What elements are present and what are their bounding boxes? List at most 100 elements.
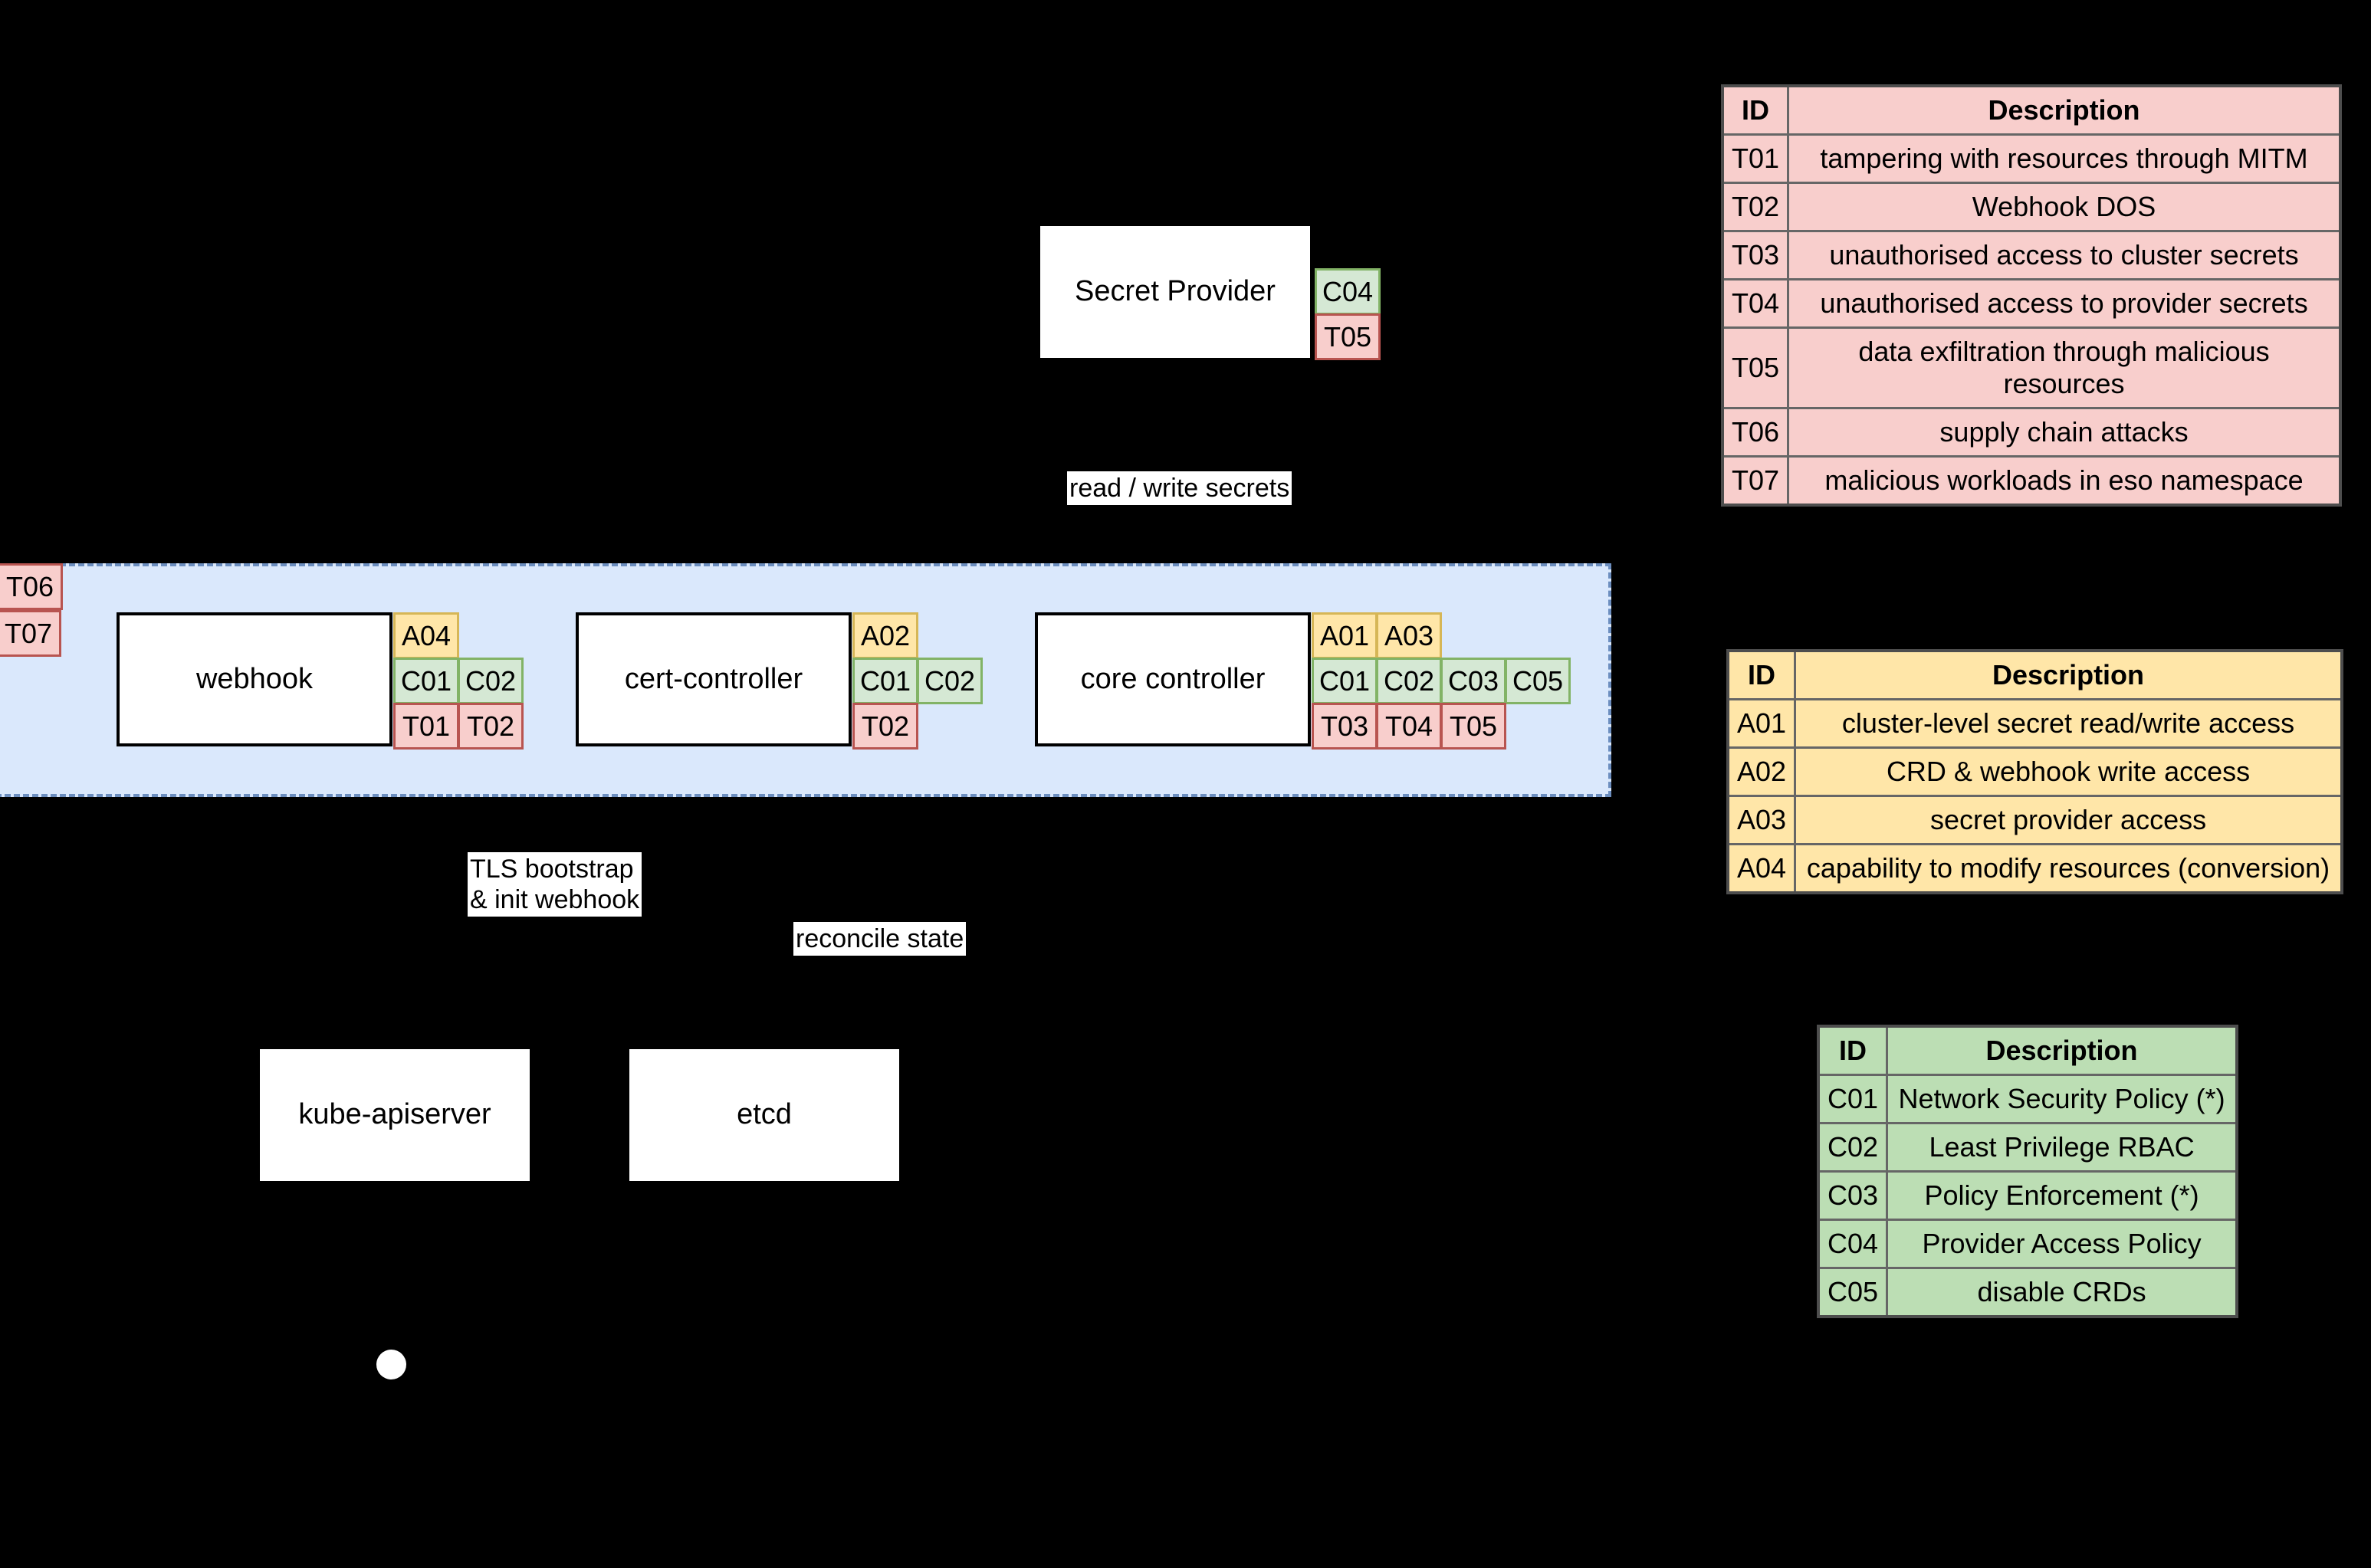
attacks-header-description: Description [1794, 649, 2343, 700]
threat-id: T03 [1721, 230, 1790, 280]
controls-legend-table: ID Description C01 Network Security Poli… [1817, 1025, 2238, 1318]
table-row: A02 CRD & webhook write access [1726, 746, 2343, 797]
controls-header-id: ID [1817, 1025, 1889, 1076]
control-id: C05 [1817, 1267, 1889, 1318]
tag-T01-webhook: T01 [393, 703, 459, 750]
table-header-row: ID Description [1817, 1025, 2238, 1076]
control-id: C02 [1817, 1122, 1889, 1173]
table-row: A04 capability to modify resources (conv… [1726, 843, 2343, 894]
tag-C01-webhook: C01 [393, 658, 459, 704]
node-secret-provider[interactable]: Secret Provider [1037, 223, 1313, 361]
core-controller-control-tags: C01 C02 C03 C05 [1312, 658, 1571, 704]
core-controller-attack-tags: A01 A03 [1312, 612, 1442, 659]
tag-T05-provider: T05 [1315, 313, 1381, 360]
table-row: A03 secret provider access [1726, 795, 2343, 845]
control-description: Policy Enforcement (*) [1886, 1170, 2238, 1221]
cert-controller-threat-tags: T02 [852, 703, 918, 750]
attack-id: A04 [1726, 843, 1797, 894]
table-row: T06 supply chain attacks [1721, 407, 2342, 458]
attack-id: A02 [1726, 746, 1797, 797]
control-id: C03 [1817, 1170, 1889, 1221]
node-label-cert-controller: cert-controller [624, 662, 803, 695]
tag-T06: T06 [0, 563, 63, 610]
attack-description: capability to modify resources (conversi… [1794, 843, 2343, 894]
tag-A04: A04 [393, 612, 459, 659]
threat-description: unauthorised access to provider secrets [1787, 278, 2342, 329]
tag-T03-core: T03 [1312, 703, 1378, 750]
tag-C02-webhook: C02 [458, 658, 524, 704]
tag-C05-core: C05 [1505, 658, 1571, 704]
controls-header-description: Description [1886, 1025, 2238, 1076]
node-label-secret-provider: Secret Provider [1075, 275, 1276, 308]
table-row: C01 Network Security Policy (*) [1817, 1074, 2238, 1124]
tag-C04: C04 [1315, 268, 1381, 315]
cert-controller-attack-tags: A02 [852, 612, 918, 659]
tag-C02-core: C02 [1376, 658, 1442, 704]
threat-description: Webhook DOS [1787, 182, 2342, 232]
node-label-kube-apiserver: kube-apiserver [298, 1098, 491, 1131]
node-cert-controller[interactable]: cert-controller [576, 612, 852, 746]
node-kube-apiserver[interactable]: kube-apiserver [257, 1046, 533, 1184]
table-row: C05 disable CRDs [1817, 1267, 2238, 1318]
node-core-controller[interactable]: core controller [1035, 612, 1311, 746]
threat-id: T06 [1721, 407, 1790, 458]
tag-T07: T07 [0, 610, 61, 657]
table-header-row: ID Description [1726, 649, 2343, 700]
control-description: Network Security Policy (*) [1886, 1074, 2238, 1124]
tag-T04-core: T04 [1376, 703, 1442, 750]
tag-T02-cert: T02 [852, 703, 918, 750]
edge-label-reconcile-state: reconcile state [793, 922, 967, 956]
webhook-control-tags: C01 C02 [393, 658, 524, 704]
threat-description: supply chain attacks [1787, 407, 2342, 458]
table-row: C04 Provider Access Policy [1817, 1219, 2238, 1269]
cert-controller-control-tags: C01 C02 [852, 658, 983, 704]
tag-T05-core: T05 [1440, 703, 1506, 750]
threat-description: data exfiltration through malicious reso… [1787, 326, 2342, 409]
table-row: T04 unauthorised access to provider secr… [1721, 278, 2342, 329]
control-description: Provider Access Policy [1886, 1219, 2238, 1269]
tag-T02-webhook: T02 [458, 703, 524, 750]
attack-description: secret provider access [1794, 795, 2343, 845]
webhook-threat-tags: T01 T02 [393, 703, 524, 750]
status-dot [376, 1350, 406, 1379]
edge-label-tls-bootstrap: TLS bootstrap & init webhook [468, 852, 642, 917]
webhook-attack-tags: A04 [393, 612, 459, 659]
secret-provider-control-tags: C04 [1315, 268, 1381, 315]
tag-A02: A02 [852, 612, 918, 659]
threat-id: T01 [1721, 133, 1790, 184]
threat-id: T05 [1721, 326, 1790, 409]
trust-boundary-threat-tags: T06 T07 [0, 563, 63, 657]
table-row: T07 malicious workloads in eso namespace [1721, 455, 2342, 507]
table-row: T01 tampering with resources through MIT… [1721, 133, 2342, 184]
control-id: C01 [1817, 1074, 1889, 1124]
secret-provider-threat-tags: T05 [1315, 313, 1381, 360]
threat-id: T04 [1721, 278, 1790, 329]
attack-description: cluster-level secret read/write access [1794, 698, 2343, 749]
control-description: disable CRDs [1886, 1267, 2238, 1318]
node-etcd[interactable]: etcd [626, 1046, 902, 1184]
tag-A01: A01 [1312, 612, 1378, 659]
threat-description: tampering with resources through MITM [1787, 133, 2342, 184]
table-row: T03 unauthorised access to cluster secre… [1721, 230, 2342, 280]
attack-id: A01 [1726, 698, 1797, 749]
node-label-webhook: webhook [195, 662, 314, 695]
attack-id: A03 [1726, 795, 1797, 845]
threat-id: T02 [1721, 182, 1790, 232]
control-id: C04 [1817, 1219, 1889, 1269]
threats-legend-table: ID Description T01 tampering with resour… [1721, 84, 2342, 507]
tag-C02-cert: C02 [917, 658, 983, 704]
table-row: C02 Least Privilege RBAC [1817, 1122, 2238, 1173]
control-description: Least Privilege RBAC [1886, 1122, 2238, 1173]
table-row: C03 Policy Enforcement (*) [1817, 1170, 2238, 1221]
node-webhook[interactable]: webhook [117, 612, 392, 746]
tag-C03-core: C03 [1440, 658, 1506, 704]
threat-description: malicious workloads in eso namespace [1787, 455, 2342, 507]
threat-id: T07 [1721, 455, 1790, 507]
table-header-row: ID Description [1721, 84, 2342, 136]
tag-A03: A03 [1376, 612, 1442, 659]
threats-header-description: Description [1787, 84, 2342, 136]
table-row: T05 data exfiltration through malicious … [1721, 326, 2342, 409]
core-controller-threat-tags: T03 T04 T05 [1312, 703, 1506, 750]
attacker-capabilities-legend-table: ID Description A01 cluster-level secret … [1726, 649, 2343, 894]
